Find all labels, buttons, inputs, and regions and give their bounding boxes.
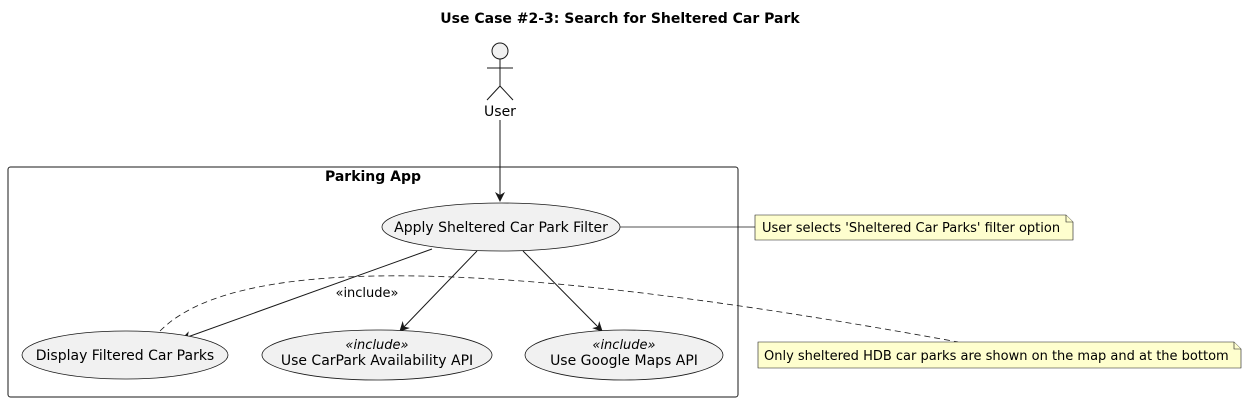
usecase-maps-api-shape xyxy=(524,329,724,381)
usecase-carpark-api-label: Use CarPark Availability API xyxy=(281,353,473,369)
diagram-title: Use Case #2-3: Search for Sheltered Car … xyxy=(440,11,800,27)
note-display: Only sheltered HDB car parks are shown o… xyxy=(757,341,1242,369)
usecase-apply-filter[interactable]: Apply Sheltered Car Park Filter xyxy=(381,202,621,252)
actor-left-leg xyxy=(486,85,501,101)
usecase-carpark-api-shape xyxy=(261,329,493,381)
usecase-display-filtered-shape xyxy=(21,330,229,380)
usecase-carpark-api-stereotype: «include» xyxy=(345,338,408,353)
package-parking-app: Parking App xyxy=(7,166,739,398)
include-display-arrow xyxy=(181,248,433,341)
usecase-apply-filter-label: Apply Sheltered Car Park Filter xyxy=(394,220,608,236)
usecase-maps-api-stereotype: «include» xyxy=(592,338,655,353)
note-filter: User selects 'Sheltered Car Parks' filte… xyxy=(754,214,1074,241)
note-filter-shape xyxy=(754,214,1074,241)
include-carpark-arrow xyxy=(399,250,478,332)
note-filter-text: User selects 'Sheltered Car Parks' filte… xyxy=(762,221,1060,236)
usecase-display-filtered[interactable]: Display Filtered Car Parks xyxy=(21,330,229,380)
actor-user[interactable]: User xyxy=(484,42,516,120)
actor-right-leg xyxy=(499,85,514,101)
usecase-maps-api-label: Use Google Maps API xyxy=(550,353,698,369)
usecase-maps-api[interactable]: «include» Use Google Maps API xyxy=(524,329,724,381)
actor-head xyxy=(491,42,509,60)
actor-label: User xyxy=(484,104,516,120)
usecase-display-filtered-label: Display Filtered Car Parks xyxy=(36,348,214,364)
note-connector-display xyxy=(159,275,959,343)
usecase-carpark-api[interactable]: «include» Use CarPark Availability API xyxy=(261,329,493,381)
package-boundary xyxy=(7,166,739,398)
package-title: Parking App xyxy=(325,169,421,185)
note-display-text: Only sheltered HDB car parks are shown o… xyxy=(764,349,1229,364)
note-display-fold xyxy=(1233,342,1241,350)
note-filter-fold xyxy=(1065,215,1073,223)
note-display-shape xyxy=(757,341,1242,369)
include-maps-arrow xyxy=(522,250,603,332)
include-display-label: «include» xyxy=(335,286,398,301)
